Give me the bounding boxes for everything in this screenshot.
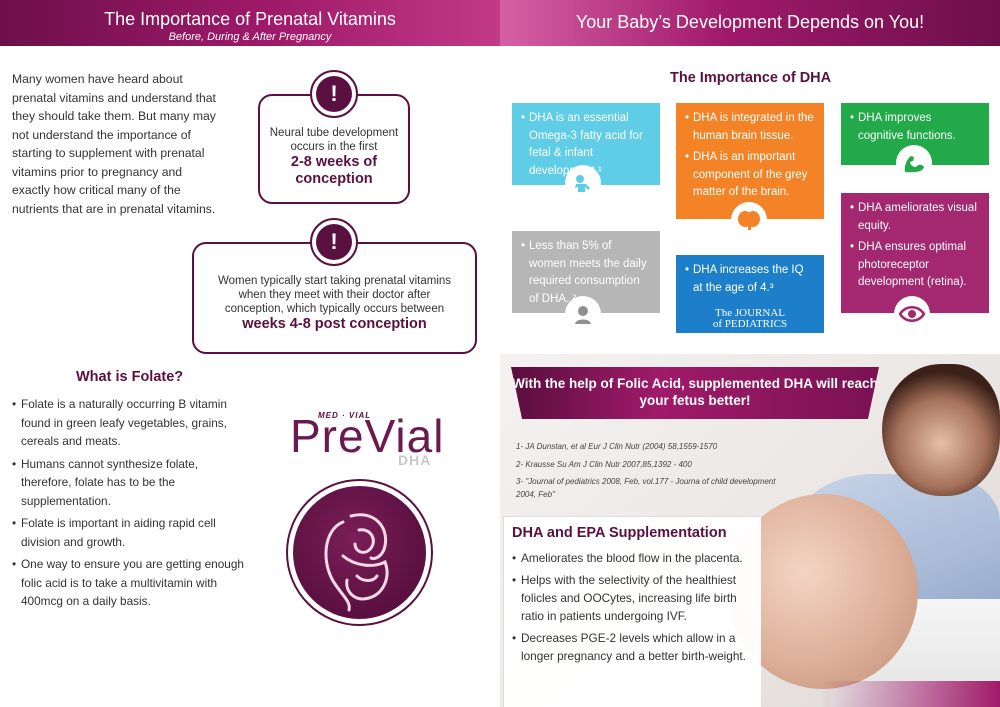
right-banner-title: Your Baby’s Development Depends on You! xyxy=(575,12,925,32)
folate-title: What is Folate? xyxy=(76,369,184,385)
journal-of-pediatrics-logo: The JOURNAL of PEDIATRICS xyxy=(676,305,824,333)
mother-child-seal-icon xyxy=(286,479,433,626)
brain-icon xyxy=(731,202,767,238)
epa-title: DHA and EPA Supplementation xyxy=(512,525,727,541)
muscle-icon xyxy=(896,145,932,181)
dha-section-title: The Importance of DHA xyxy=(670,70,832,86)
intro-paragraph: Many women have heard about prenatal vit… xyxy=(12,72,216,216)
reference-item: 3- "Journal of pediatrics 2008, Feb, vol… xyxy=(516,477,776,499)
woman-icon xyxy=(565,296,601,332)
journal-line: The JOURNAL xyxy=(715,307,785,319)
list-item: Ameliorates the blood flow in the placen… xyxy=(512,549,752,567)
references: 1- JA Dunstan, et al Eur J Clin Nutr (20… xyxy=(516,441,796,506)
card-item: DHA improves cognitive functions. xyxy=(850,110,980,145)
left-banner-title: The Importance of Prenatal Vitamins xyxy=(104,9,396,29)
folic-acid-ribbon: With the help of Folic Acid, supplemente… xyxy=(511,367,879,419)
list-item: Decreases PGE-2 levels which allow in a … xyxy=(512,629,752,665)
callout-text: Neural tube development occurs in the fi… xyxy=(269,127,399,153)
alert-icon: ! xyxy=(310,70,358,118)
card-item: DHA increases the IQ at the age of 4.³ xyxy=(685,262,815,297)
card-item: DHA is integrated in the human brain tis… xyxy=(685,110,815,145)
list-item: One way to ensure you are getting enough… xyxy=(12,555,247,611)
journal-line: of PEDIATRICS xyxy=(712,318,788,330)
right-banner: Your Baby’s Development Depends on You! xyxy=(500,0,1000,46)
reference-item: 2- Krausse Su Am J Clin Nutr 2007,85,139… xyxy=(516,459,692,469)
prenatal-timing-callout: Women typically start taking prenatal vi… xyxy=(192,242,477,354)
card-item: Less than 5% of women meets the daily re… xyxy=(521,238,651,308)
list-item: Helps with the selectivity of the health… xyxy=(512,571,752,625)
left-banner-subtitle: Before, During & After Pregnancy xyxy=(168,31,332,43)
reference-item: 1- JA Dunstan, et al Eur J Clin Nutr (20… xyxy=(516,442,718,451)
card-item: DHA ensures optimal photoreceptor develo… xyxy=(850,239,980,292)
list-item: Folate is important in aiding rapid cell… xyxy=(12,514,247,551)
dha-card-brain: DHA is integrated in the human brain tis… xyxy=(676,103,824,219)
exclamation-icon: ! xyxy=(316,76,352,112)
left-banner: The Importance of Prenatal Vitamins Befo… xyxy=(0,0,500,46)
card-item: DHA is an important component of the gre… xyxy=(685,149,815,202)
dha-card-vision: DHA ameliorates visual equity. DHA ensur… xyxy=(841,193,989,313)
list-item: Humans cannot synthesize folate, therefo… xyxy=(12,455,247,511)
callout-text: Women typically start taking prenatal vi… xyxy=(217,275,452,315)
callout-highlight: 2-8 weeks of conception xyxy=(290,154,378,187)
alert-icon: ! xyxy=(310,218,358,266)
eye-icon xyxy=(894,296,930,332)
exclamation-icon: ! xyxy=(316,224,352,260)
logo-brand: MED · VIAL xyxy=(318,411,372,420)
folate-list: Folate is a naturally occurring B vitami… xyxy=(12,395,247,615)
logo-name: PreVial xyxy=(290,410,445,462)
card-item: DHA ameliorates visual equity. xyxy=(850,200,980,235)
epa-list: Ameliorates the blood flow in the placen… xyxy=(512,549,752,669)
baby-icon xyxy=(565,165,601,201)
list-item: Folate is a naturally occurring B vitami… xyxy=(12,395,247,451)
callout-highlight: weeks 4-8 post conception xyxy=(242,316,427,332)
logo-suffix: DHA xyxy=(398,452,432,468)
